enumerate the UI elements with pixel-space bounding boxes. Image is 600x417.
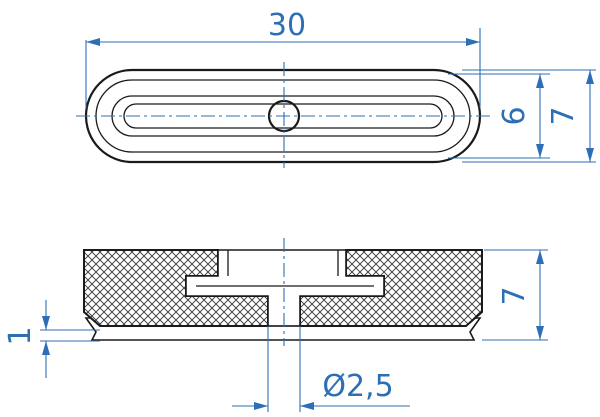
dimension-inner-width: 6 (448, 73, 550, 159)
arrowhead (536, 74, 544, 88)
arrowhead (300, 402, 314, 410)
arrowhead (86, 38, 100, 46)
arrowhead (254, 402, 268, 410)
arrowhead (586, 70, 594, 84)
dimension-inner-width-label: 6 (497, 106, 532, 125)
dimension-lip-label: 1 (3, 326, 38, 345)
dimension-height-label: 7 (497, 286, 532, 305)
top-view (76, 62, 492, 168)
arrowhead (42, 316, 50, 330)
top-view-channel-inner (123, 103, 443, 129)
arrowhead (466, 38, 480, 46)
arrowhead (536, 326, 544, 340)
arrowhead (536, 250, 544, 264)
arrowhead (536, 144, 544, 158)
dimension-length-label: 30 (268, 8, 306, 43)
dimension-bore-label: Ø2,5 (322, 369, 393, 404)
dimension-lip: 1 (3, 300, 100, 378)
arrowhead (42, 341, 50, 355)
dimension-height: 7 (482, 249, 548, 341)
arrowhead (586, 148, 594, 162)
dimension-outer-width-label: 7 (546, 106, 581, 125)
section-view (83, 238, 483, 346)
dimension-bore: Ø2,5 (232, 326, 410, 412)
dimension-outer-width: 7 (462, 69, 596, 163)
dimension-length: 30 (85, 8, 481, 108)
